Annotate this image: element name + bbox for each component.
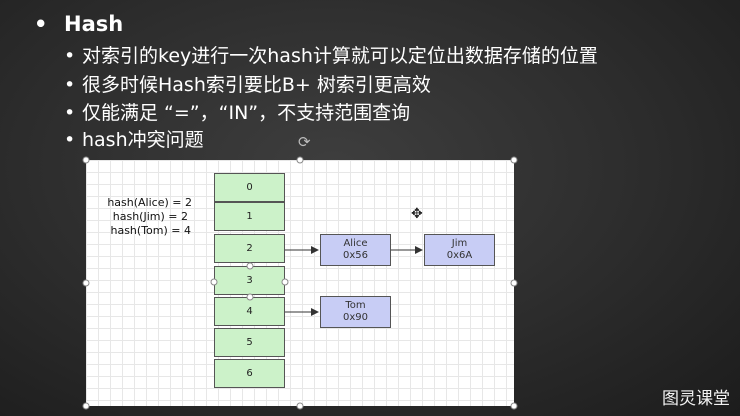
resize-handle[interactable] <box>296 156 304 164</box>
resize-handle[interactable] <box>82 402 90 410</box>
resize-handle[interactable] <box>82 156 90 164</box>
connection-point[interactable] <box>210 278 218 286</box>
resize-handle[interactable] <box>296 402 304 410</box>
diagram-canvas[interactable]: hash(Alice) = 2 hash(Jim) = 2 hash(Tom) … <box>86 160 514 406</box>
hash-line: hash(Tom) = 4 <box>110 224 191 237</box>
hash-bucket: 0 <box>214 173 285 202</box>
resize-handle[interactable] <box>510 402 518 410</box>
connection-point[interactable] <box>246 262 254 270</box>
connection-point[interactable] <box>246 293 254 301</box>
node-tom: Tom 0x90 <box>320 296 391 328</box>
hash-line: hash(Jim) = 2 <box>112 210 188 223</box>
hash-bucket: 5 <box>214 328 285 357</box>
rotate-handle-icon[interactable]: ⟳ <box>298 133 311 151</box>
resize-handle[interactable] <box>510 279 518 287</box>
resize-handle[interactable] <box>510 156 518 164</box>
bullet-item: •hash冲突问题 <box>64 129 204 151</box>
connection-point[interactable] <box>281 278 289 286</box>
hash-bucket: 1 <box>214 202 285 231</box>
bullet-item: •仅能满足 “=”，“IN”，不支持范围查询 <box>64 102 411 124</box>
bullet-item: •对索引的key进行一次hash计算就可以定位出数据存储的位置 <box>64 45 598 67</box>
move-cursor-icon: ✥ <box>411 206 423 222</box>
watermark: 图灵课堂 <box>662 389 730 409</box>
slide-title: •Hash <box>34 12 124 36</box>
hash-bucket: 2 <box>214 234 285 263</box>
pointer-arrows <box>285 246 423 316</box>
bullet-item: •很多时候Hash索引要比B+ 树索引更高效 <box>64 74 431 96</box>
resize-handle[interactable] <box>82 279 90 287</box>
hash-line: hash(Alice) = 2 <box>107 196 192 209</box>
hash-bucket: 4 <box>214 297 285 326</box>
node-jim: Jim 0x6A <box>424 234 495 266</box>
node-alice: Alice 0x56 <box>320 234 391 266</box>
hash-bucket: 6 <box>214 359 285 388</box>
